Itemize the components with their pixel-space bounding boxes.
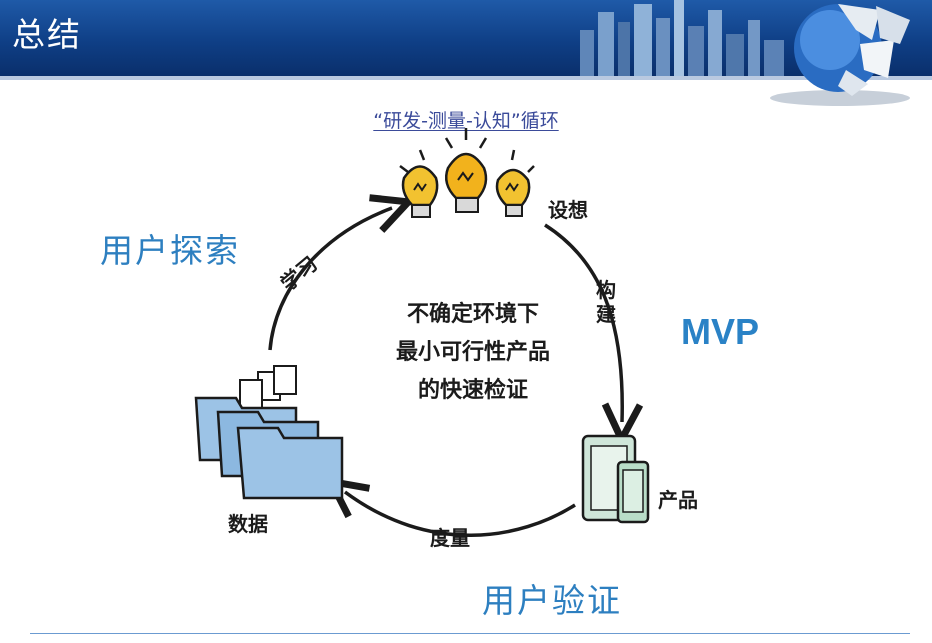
user-verify-label: 用户验证 [482, 581, 622, 620]
arrow-learn-to-idea [268, 208, 392, 351]
data-folders-icon [194, 365, 344, 500]
center-line-2: 最小可行性产品 [395, 340, 550, 365]
page-title: 总结 [12, 15, 82, 54]
header-underline [0, 76, 932, 80]
cycle-center-text: 不确定环境下 最小可行性产品 的快速检证 [378, 296, 568, 410]
product-label: 产品 [658, 488, 698, 512]
idea-label: 设想 [548, 198, 588, 222]
lightbulb-icon-1 [401, 165, 439, 218]
arrow-idea-to-build [544, 223, 622, 422]
footer-divider [30, 633, 910, 634]
build-label: 构建 [596, 278, 616, 326]
data-label: 数据 [228, 512, 268, 536]
center-line-1: 不确定环境下 [406, 302, 539, 327]
header-banner: 总结 [0, 0, 932, 76]
lightbulb-icon-3 [495, 168, 531, 217]
cycle-subtitle-link[interactable]: “研发-测量-认知”循环 [373, 110, 559, 132]
user-explore-label: 用户探索 [100, 231, 240, 270]
mvp-label: MVP [681, 311, 760, 352]
arrow-product-to-data [345, 492, 576, 537]
lightbulb-icon-2 [445, 152, 488, 213]
city-skyline-image [580, 0, 784, 76]
center-line-3: 的快速检证 [417, 378, 528, 403]
measure-label: 度量 [430, 526, 470, 550]
globe-logo [770, 4, 910, 106]
product-devices-icon [581, 434, 650, 524]
